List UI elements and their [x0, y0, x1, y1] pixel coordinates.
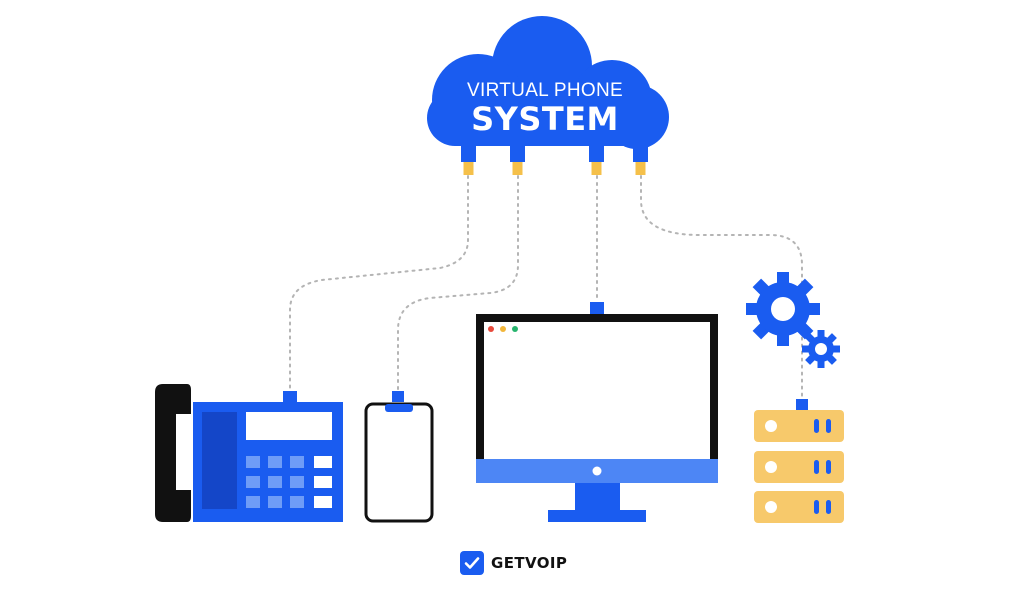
server-unit-1 — [754, 410, 844, 442]
cloud-title-line1: VIRTUAL PHONE — [467, 80, 623, 101]
keypad — [246, 456, 304, 508]
cloud-connectors — [461, 146, 648, 175]
cloud-title-line2: SYSTEM — [471, 100, 619, 138]
small-gear-icon — [802, 330, 840, 368]
desk-phone-icon — [155, 384, 343, 522]
server-unit-3 — [754, 491, 844, 523]
cloud-plug-1 — [461, 146, 476, 175]
handset — [155, 384, 191, 522]
server-icon — [754, 399, 844, 523]
monitor-icon — [476, 302, 718, 522]
cloud-plug-3 — [589, 146, 604, 175]
smartphone-icon — [364, 391, 434, 523]
server-unit-2 — [754, 451, 844, 483]
connection-lines — [289, 175, 803, 401]
brand-logo: GETVOIP — [460, 550, 567, 576]
connection-line-desk-phone — [289, 175, 469, 393]
connection-line-smartphone — [397, 175, 519, 393]
cloud-shape — [427, 16, 669, 149]
cloud-plug-4 — [633, 146, 648, 175]
checkmark-icon — [460, 551, 484, 575]
gear-icon — [746, 272, 820, 346]
cloud-plug-2 — [510, 146, 525, 175]
connection-line-server — [640, 175, 803, 401]
function-keys — [314, 456, 332, 508]
brand-name: GETVOIP — [491, 554, 568, 572]
